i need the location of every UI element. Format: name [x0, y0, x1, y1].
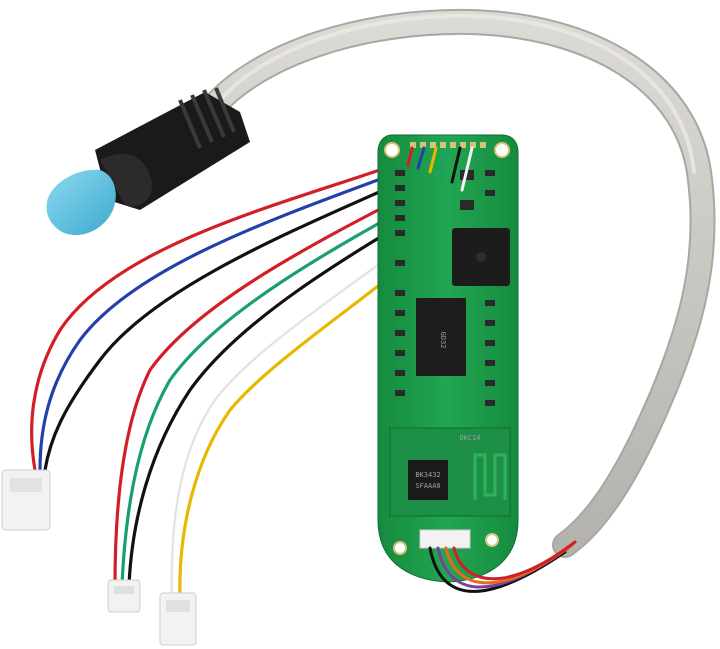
- main-microcontroller: GD32: [416, 298, 466, 376]
- bottom-header: [419, 529, 471, 549]
- antenna-trace: [473, 453, 507, 500]
- connector-grip-ribs: [178, 87, 236, 149]
- bottom-wires: [428, 540, 577, 593]
- svg-text:BK3432: BK3432: [415, 471, 440, 479]
- jst-connector-large: [1, 469, 51, 531]
- svg-text:GD32: GD32: [439, 332, 447, 349]
- gray-cable: [202, 8, 716, 558]
- bluetooth-module: BK3432 SFAAA0 DKC14: [389, 427, 511, 517]
- mounting-hole-bottom-left: [393, 541, 407, 555]
- jst-connector-small: [107, 579, 141, 613]
- mounting-hole-bottom-right: [485, 533, 499, 547]
- pcb-top-wires: [406, 146, 474, 192]
- svg-text:DKC14: DKC14: [459, 434, 480, 442]
- mounting-hole-left: [384, 142, 400, 158]
- connector-cyan-tip: [46, 169, 116, 236]
- mounting-hole-right: [494, 142, 510, 158]
- circuit-board: GD32 BK3432 SFAAA0 DKC14: [377, 134, 519, 583]
- svg-text:SFAAA0: SFAAA0: [415, 482, 440, 490]
- waterproof-connector: [46, 87, 250, 236]
- top-header-pins: [410, 142, 486, 148]
- jst-connector-medium: [159, 592, 197, 646]
